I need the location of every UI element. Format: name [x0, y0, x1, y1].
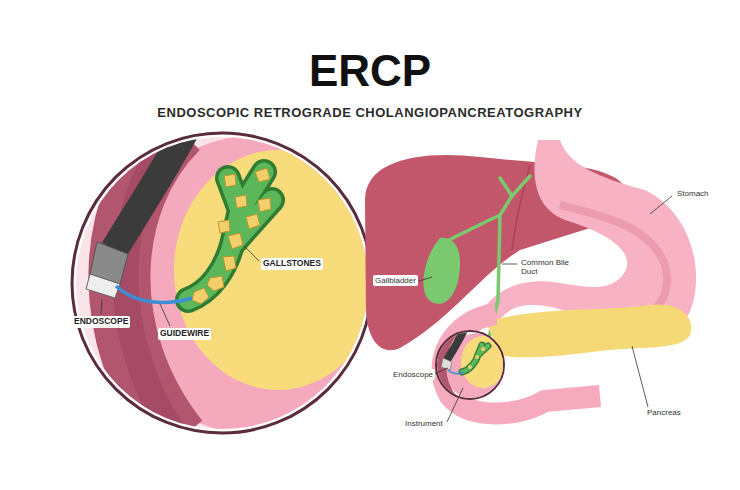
mini-zoom [436, 330, 512, 402]
zoom-view [70, 122, 408, 440]
gallstones-part [258, 198, 271, 212]
guidewire [116, 286, 192, 302]
callout-label: GALLSTONES [261, 258, 323, 270]
part-label: Common Bile Duct [519, 257, 573, 277]
gallstones-part [235, 195, 247, 208]
leader-lines-part [160, 304, 170, 326]
gallstones-part [246, 214, 260, 229]
ducts-part [500, 178, 512, 196]
part-label: Stomach [675, 188, 711, 199]
gallstones-part [207, 276, 224, 291]
mini-zoom-part-part [439, 330, 452, 402]
mini-zoom-part-part [462, 345, 488, 372]
endoscope-part [86, 274, 120, 298]
leader-lines-part [650, 196, 672, 214]
gallstones-part [255, 168, 270, 182]
mini-zoom-part-part-part [481, 347, 485, 351]
mini-zoom-part-part-part [475, 355, 479, 359]
leader-lines-part [632, 346, 648, 407]
callout-label: GUIDEWIRE [158, 328, 211, 340]
zoom-view-part-part [174, 150, 382, 390]
mini-zoom-part-part [468, 347, 485, 369]
leader-lines-part [434, 368, 448, 374]
stomach-fold [560, 205, 667, 318]
gallstones [192, 168, 271, 304]
callout-label: ENDOSCOPE [72, 316, 130, 328]
leader-lines-part [447, 388, 463, 422]
mini-zoom-part-part [462, 345, 488, 372]
gallstones-part [228, 233, 243, 249]
ducts-part [500, 176, 530, 215]
gallstones-part [224, 174, 236, 187]
bile-duct [188, 172, 272, 300]
ducts-part [445, 215, 500, 242]
endoscope [86, 122, 190, 298]
gallstones-part [218, 220, 230, 233]
mini-zoom-part-part [441, 358, 452, 370]
leader-lines-part [419, 277, 432, 281]
gallstones-part [223, 256, 236, 271]
zoom-view-part [70, 122, 408, 440]
mini-zoom-part-part-part [468, 365, 472, 369]
part-label: Pancreas [645, 407, 683, 418]
pancreas [486, 304, 691, 357]
part-label: Instrument [403, 418, 445, 429]
gallbladder [423, 238, 460, 304]
leader-lines-part [244, 246, 259, 261]
mini-zoom-part [439, 330, 512, 402]
endoscope-part [114, 122, 190, 250]
mini-zoom-part-part [448, 370, 464, 374]
leader-lines-part [502, 264, 517, 265]
subtitle: ENDOSCOPIC RETROGRADE CHOLANGIOPANCREATO… [0, 106, 740, 121]
bile-duct-part [188, 172, 272, 300]
leader-lines-part [101, 299, 102, 314]
mini-zoom-part-part [447, 330, 464, 360]
mini-zoom-part-part [461, 336, 505, 388]
anatomy [365, 140, 696, 414]
diagram-title: ERCP [0, 46, 740, 97]
gallstones-part [192, 288, 209, 304]
leader-lines [101, 196, 672, 422]
part-label: Endoscope [391, 369, 435, 380]
bile-duct-part [188, 172, 272, 300]
part-label: Gallbladder [373, 275, 418, 286]
